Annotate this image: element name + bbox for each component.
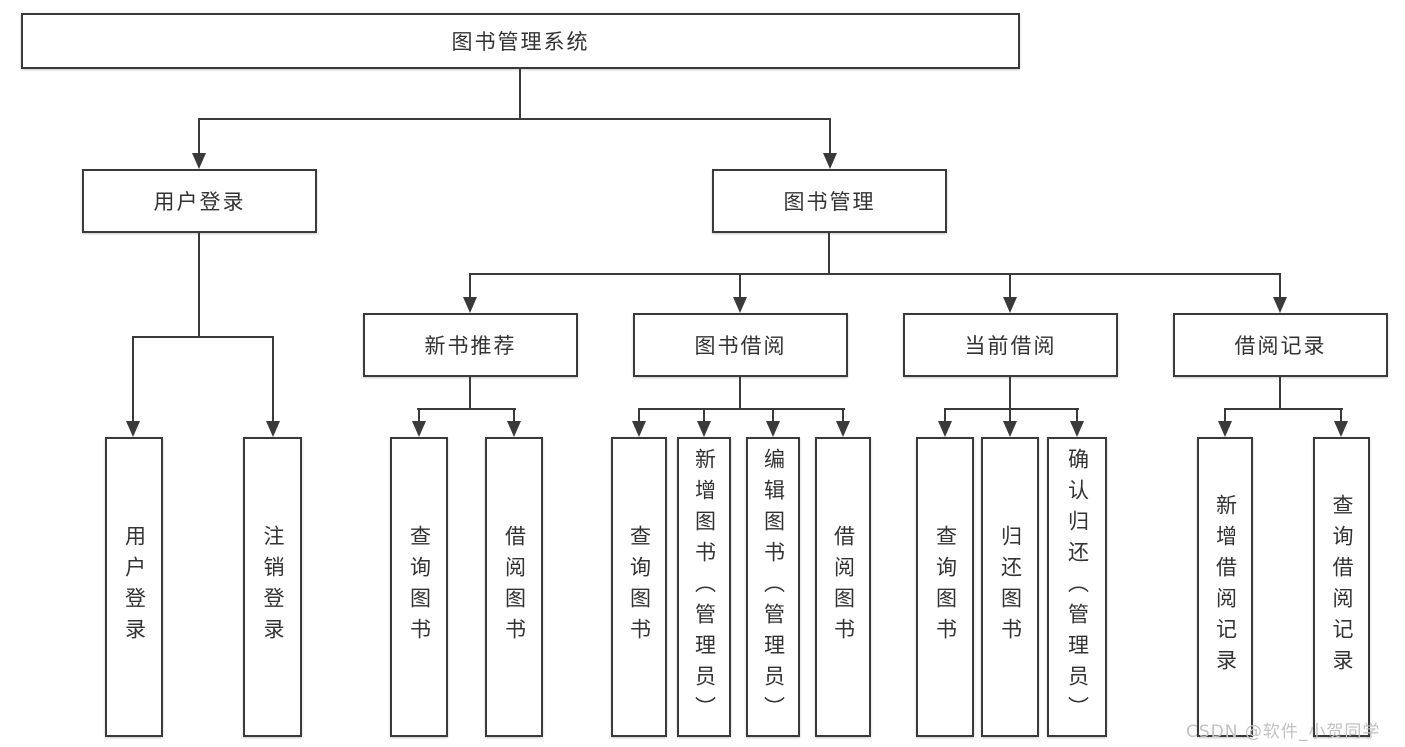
node-root-label: 图书管理系统 (451, 30, 590, 54)
leaf-logout: 注销登录 (243, 437, 302, 737)
connector-g4c2-drop (1340, 408, 1342, 421)
arrowhead-g1c1 (412, 421, 426, 437)
arrowhead-mgmt (823, 153, 837, 169)
connector-group1-drop (469, 273, 471, 297)
leaf-recommend-borrow-book-label: 借阅图书 (502, 525, 527, 649)
leaf-borrow-query-book-label: 查询图书 (627, 525, 652, 649)
arrowhead-g4c2 (1334, 421, 1348, 437)
leaf-user-login-label: 用户登录 (122, 525, 147, 649)
node-book-mgmt: 图书管理 (712, 169, 947, 233)
connector-login-bar (132, 336, 274, 338)
arrowhead-g3c1 (938, 421, 952, 437)
connector-g1c1-drop (418, 408, 420, 421)
node-borrow-record-label: 借阅记录 (1234, 334, 1327, 358)
arrowhead-login-child1 (126, 421, 140, 437)
leaf-logout-label: 注销登录 (261, 525, 285, 649)
arrowhead-g2c4 (836, 421, 850, 437)
leaf-confirm-return-admin-label: 确认归还（管理员） (1065, 447, 1090, 727)
node-current-borrow-label: 当前借阅 (964, 334, 1057, 358)
connector-g2c2-drop (703, 408, 705, 421)
connector-g3c3-drop (1076, 408, 1078, 421)
node-user-login-label: 用户登录 (153, 190, 246, 214)
node-book-mgmt-label: 图书管理 (783, 190, 876, 214)
leaf-add-book-admin-label: 新增图书（管理员） (692, 447, 717, 727)
node-new-book-recommend: 新书推荐 (363, 313, 578, 377)
leaf-recommend-borrow-book: 借阅图书 (485, 437, 543, 737)
connector-root-bar (198, 118, 831, 120)
connector-login-child1-drop (132, 336, 134, 421)
arrowhead-g2c1 (632, 421, 646, 437)
connector-group4-drop (1279, 273, 1281, 297)
arrowhead-group1 (463, 297, 477, 313)
connector-g2c1-drop (638, 408, 640, 421)
connector-g2c3-drop (772, 408, 774, 421)
leaf-user-login: 用户登录 (105, 437, 163, 737)
node-user-login: 用户登录 (82, 169, 317, 233)
arrowhead-g1c2 (507, 421, 521, 437)
node-current-borrow: 当前借阅 (903, 313, 1118, 377)
leaf-edit-book-admin-label: 编辑图书（管理员） (761, 447, 786, 727)
leaf-recommend-query-book: 查询图书 (390, 437, 448, 737)
connector-mgmt-drop (829, 118, 831, 154)
arrowhead-group4 (1273, 297, 1287, 313)
connector-login-stem (198, 233, 200, 336)
arrowhead-g3c3 (1070, 421, 1084, 437)
arrowhead-login (192, 153, 206, 169)
leaf-edit-book-admin: 编辑图书（管理员） (746, 437, 800, 737)
connector-login-child2-drop (272, 336, 274, 421)
node-book-borrow: 图书借阅 (633, 313, 848, 377)
connector-g1-bar (417, 408, 516, 410)
node-new-book-recommend-label: 新书推荐 (424, 334, 517, 358)
connector-group2-drop (739, 273, 741, 297)
node-book-borrow-label: 图书借阅 (694, 334, 787, 358)
connector-g3-bar (944, 408, 1079, 410)
arrowhead-g4c1 (1218, 421, 1232, 437)
node-borrow-record: 借阅记录 (1173, 313, 1388, 377)
connector-group3-drop (1009, 273, 1011, 297)
connector-g4c1-drop (1224, 408, 1226, 421)
arrowhead-g2c2 (697, 421, 711, 437)
connector-g3c2-drop (1009, 408, 1011, 421)
arrowhead-group2 (733, 297, 747, 313)
arrowhead-g2c3 (766, 421, 780, 437)
arrowhead-g3c2 (1003, 421, 1017, 437)
leaf-return-book-label: 归还图书 (998, 525, 1023, 649)
connector-g4-bar (1224, 408, 1343, 410)
connector-g1c2-drop (513, 408, 515, 421)
leaf-borrow-book-label: 借阅图书 (831, 525, 856, 649)
leaf-current-query-book: 查询图书 (916, 437, 974, 737)
leaf-add-borrow-record: 新增借阅记录 (1197, 437, 1253, 737)
connector-g2-stem (739, 377, 741, 408)
connector-g3c1-drop (944, 408, 946, 421)
node-root: 图书管理系统 (21, 13, 1020, 69)
arrowhead-group3 (1003, 297, 1017, 313)
leaf-query-borrow-record-label: 查询借阅记录 (1330, 494, 1354, 680)
leaf-add-book-admin: 新增图书（管理员） (677, 437, 731, 737)
leaf-current-query-book-label: 查询图书 (933, 525, 958, 649)
connector-root-stem (519, 69, 521, 118)
connector-g2-bar (638, 408, 845, 410)
csdn-watermark: CSDN @软件_小贺同学 (1186, 722, 1381, 742)
connector-g3-stem (1009, 377, 1011, 408)
arrowhead-login-child2 (266, 421, 280, 437)
leaf-borrow-book: 借阅图书 (815, 437, 871, 737)
connector-mgmt-stem (828, 233, 830, 273)
leaf-confirm-return-admin: 确认归还（管理员） (1047, 437, 1107, 737)
connector-g2c4-drop (842, 408, 844, 421)
leaf-recommend-query-book-label: 查询图书 (407, 525, 432, 649)
leaf-borrow-query-book: 查询图书 (611, 437, 667, 737)
connector-g1-stem (469, 377, 471, 408)
connector-g4-stem (1279, 377, 1281, 408)
leaf-add-borrow-record-label: 新增借阅记录 (1213, 494, 1238, 680)
leaf-return-book: 归还图书 (981, 437, 1039, 737)
connector-login-drop (198, 118, 200, 154)
connector-mgmt-bar (469, 273, 1281, 275)
leaf-query-borrow-record: 查询借阅记录 (1313, 437, 1370, 737)
